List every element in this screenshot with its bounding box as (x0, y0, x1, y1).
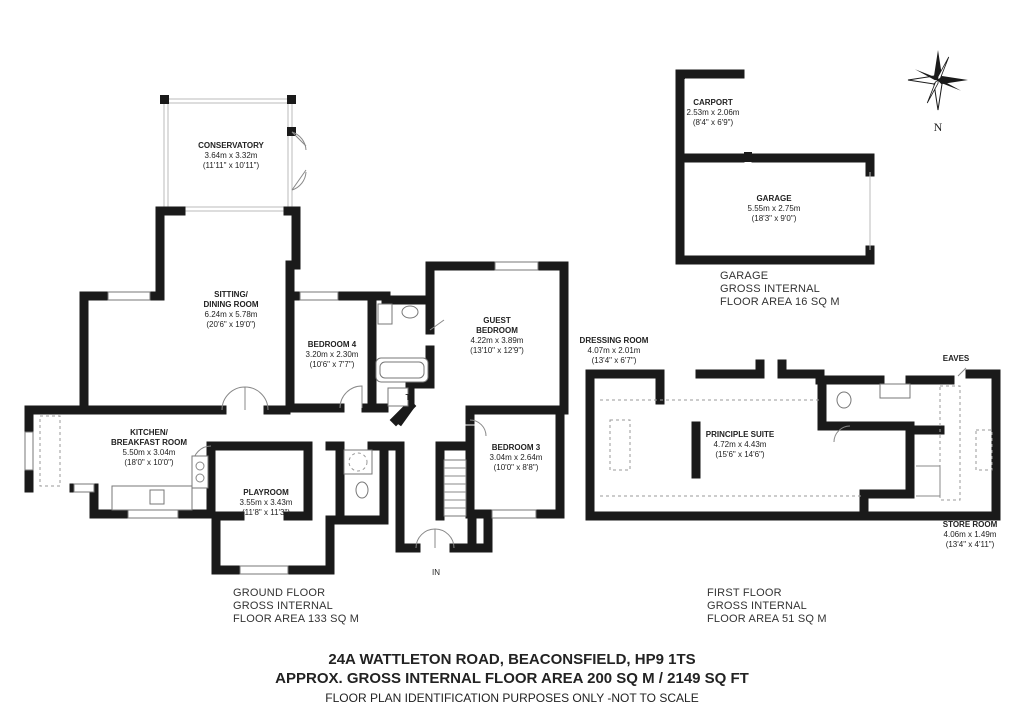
room-label-guest-bedroom: GUEST BEDROOM 4.22m x 3.89m (13'10" x 12… (470, 316, 524, 355)
room-label-bedroom-4: BEDROOM 4 3.20m x 2.30m (10'6" x 7'7") (305, 340, 359, 369)
garage-plan (675, 69, 875, 265)
property-address: 24A WATTLETON ROAD, BEACONSFIELD, HP9 1T… (328, 651, 696, 668)
ground-fixtures (39, 303, 467, 517)
room-label-sitting-dining: SITTING/ DINING ROOM 6.24m x 5.78m (20'6… (203, 290, 259, 329)
north-label: N (933, 120, 943, 134)
compass-rose-icon (907, 50, 968, 111)
ground-windows (24, 261, 539, 575)
room-label-bedroom-3: BEDROOM 3 3.04m x 2.64m (10'0" x 8'8") (489, 443, 543, 472)
room-label-store-room: STORE ROOM 4.06m x 1.49m (13'4" x 4'11") (942, 520, 998, 549)
room-label-carport: CARPORT 2.53m x 2.06m (8'4" x 6'9") (686, 98, 740, 127)
entrance-marker: IN (432, 568, 440, 577)
disclaimer: FLOOR PLAN IDENTIFICATION PURPOSES ONLY … (325, 691, 699, 705)
conservatory-glazing (160, 95, 307, 212)
room-label-playroom: PLAYROOM 3.55m x 3.43m (11'8" x 11'3") (239, 488, 293, 517)
first-floor-area-note: FIRST FLOOR GROSS INTERNAL FLOOR AREA 51… (707, 587, 827, 625)
room-label-conservatory: CONSERVATORY 3.64m x 3.32m (11'11" x 10'… (198, 141, 264, 170)
first-floor-plan (585, 359, 1001, 521)
room-label-principle-suite: PRINCIPLE SUITE 4.72m x 4.43m (15'6" x 1… (705, 430, 775, 459)
sitting-room-walls (24, 206, 186, 437)
ground-floor-area-note: GROUND FLOOR GROSS INTERNAL FLOOR AREA 1… (233, 587, 360, 625)
cupboard-marker: T (405, 393, 411, 402)
ground-floor-plan (24, 95, 569, 575)
room-label-eaves: EAVES (942, 354, 970, 363)
garage-area-note: GARAGE GROSS INTERNAL FLOOR AREA 16 SQ M (720, 270, 840, 308)
room-label-kitchen: KITCHEN/ BREAKFAST ROOM 5.50m x 3.04m (1… (111, 428, 187, 467)
total-floor-area: APPROX. GROSS INTERNAL FLOOR AREA 200 SQ… (275, 670, 749, 687)
room-label-dressing-room: DRESSING ROOM 4.07m x 2.01m (13'4" x 6'7… (579, 336, 649, 365)
room-label-garage: GARAGE 5.55m x 2.75m (18'3" x 9'0") (747, 194, 801, 223)
